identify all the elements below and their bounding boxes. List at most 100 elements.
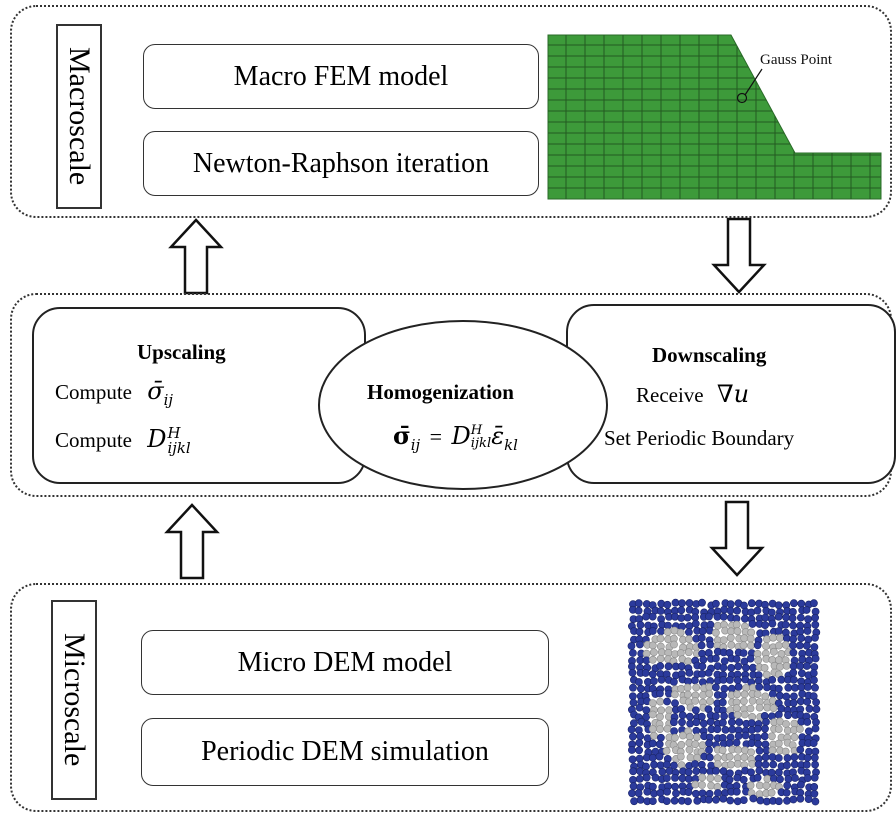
matrix-particle (627, 642, 636, 650)
matrix-particle (712, 766, 720, 775)
inclusion-particle (662, 746, 671, 755)
matrix-particle (789, 648, 798, 657)
matrix-particle (698, 670, 707, 678)
matrix-particle (719, 676, 728, 684)
matrix-particle (789, 795, 798, 804)
matrix-particle (706, 717, 715, 726)
macro-fem-mesh: Gauss Point (547, 34, 882, 200)
matrix-particle (774, 710, 783, 719)
matrix-particle (677, 662, 686, 671)
matrix-particle (691, 760, 699, 768)
inclusion-particle (684, 657, 693, 666)
inclusion-particle (670, 640, 678, 649)
matrix-particle (692, 706, 700, 715)
matrix-particle (728, 718, 736, 727)
matrix-particle (753, 606, 762, 615)
matrix-particle (727, 664, 736, 672)
matrix-particle (782, 613, 790, 622)
matrix-particle (720, 605, 729, 614)
matrix-particle (790, 753, 799, 762)
inclusion-particle (769, 704, 778, 712)
matrix-particle (648, 753, 657, 762)
matrix-particle (739, 796, 748, 804)
matrix-particle (755, 746, 764, 755)
matrix-particle (635, 640, 644, 649)
matrix-particle (704, 669, 713, 677)
periodic-dem-simulation-box: Periodic DEM simulation (141, 718, 549, 786)
inclusion-particle (656, 725, 664, 734)
matrix-particle (628, 692, 637, 701)
matrix-particle (746, 654, 755, 663)
matrix-particle (634, 789, 643, 797)
matrix-particle (804, 727, 813, 736)
matrix-particle (649, 677, 658, 685)
inclusion-particle (683, 690, 692, 699)
matrix-particle (726, 676, 734, 684)
matrix-particle (805, 704, 814, 713)
inclusion-particle (692, 683, 701, 692)
matrix-particle (797, 669, 806, 678)
matrix-particle (754, 739, 763, 748)
matrix-particle (775, 691, 784, 700)
matrix-particle (811, 724, 820, 733)
matrix-particle (712, 795, 720, 804)
matrix-particle (781, 620, 790, 629)
matrix-particle (678, 599, 686, 608)
matrix-particle (705, 753, 714, 762)
matrix-particle (726, 606, 735, 615)
matrix-particle (671, 782, 679, 791)
inclusion-particle (733, 627, 742, 636)
inclusion-particle (683, 683, 692, 692)
inclusion-particle (676, 752, 685, 761)
matrix-particle (804, 795, 813, 803)
displacement-gradient-symbol: ∇u (716, 380, 750, 408)
inclusion-particle (746, 704, 755, 713)
matrix-particle (670, 718, 678, 727)
matrix-particle (734, 683, 743, 691)
sigma-bar-symbol: σ̄ (147, 377, 164, 405)
matrix-particle (656, 689, 664, 698)
matrix-particle (663, 787, 671, 796)
matrix-particle (684, 788, 693, 796)
matrix-particle (796, 662, 805, 670)
inclusion-particle (677, 740, 686, 749)
matrix-particle (774, 601, 783, 610)
inclusion-particle (656, 697, 665, 706)
inclusion-particle (713, 760, 722, 768)
inclusion-particle (733, 759, 742, 768)
matrix-particle (662, 797, 671, 805)
matrix-particle (810, 676, 818, 684)
inclusion-particle (685, 745, 694, 754)
matrix-particle (783, 754, 792, 762)
matrix-particle (720, 684, 729, 693)
matrix-particle (802, 641, 811, 650)
matrix-particle (797, 634, 806, 642)
inclusion-particle (733, 690, 742, 699)
inclusion-particle (760, 664, 769, 672)
inclusion-particle (763, 774, 772, 783)
matrix-particle (720, 712, 728, 720)
matrix-particle (732, 787, 741, 796)
matrix-particle (761, 753, 770, 762)
compute-label-1: Compute (55, 380, 132, 404)
inclusion-particle (727, 760, 735, 769)
eq-sigma-bar: σ̄ (393, 421, 411, 450)
inclusion-particle (775, 662, 784, 671)
matrix-particle (704, 795, 713, 804)
inclusion-particle (768, 746, 777, 755)
upscaling-line-stress: Compute σ̄ij (55, 377, 174, 409)
matrix-particle (684, 775, 693, 783)
matrix-particle (634, 678, 643, 686)
inclusion-particle (691, 697, 700, 705)
matrix-particle (726, 796, 735, 805)
matrix-particle (812, 705, 821, 714)
matrix-particle (628, 755, 637, 764)
inclusion-particle (705, 689, 714, 698)
matrix-particle (732, 655, 741, 663)
matrix-particle (642, 762, 650, 771)
matrix-particle (692, 767, 701, 775)
matrix-particle (670, 796, 679, 805)
gauss-point-marker (736, 68, 763, 104)
inclusion-particle (677, 684, 685, 693)
